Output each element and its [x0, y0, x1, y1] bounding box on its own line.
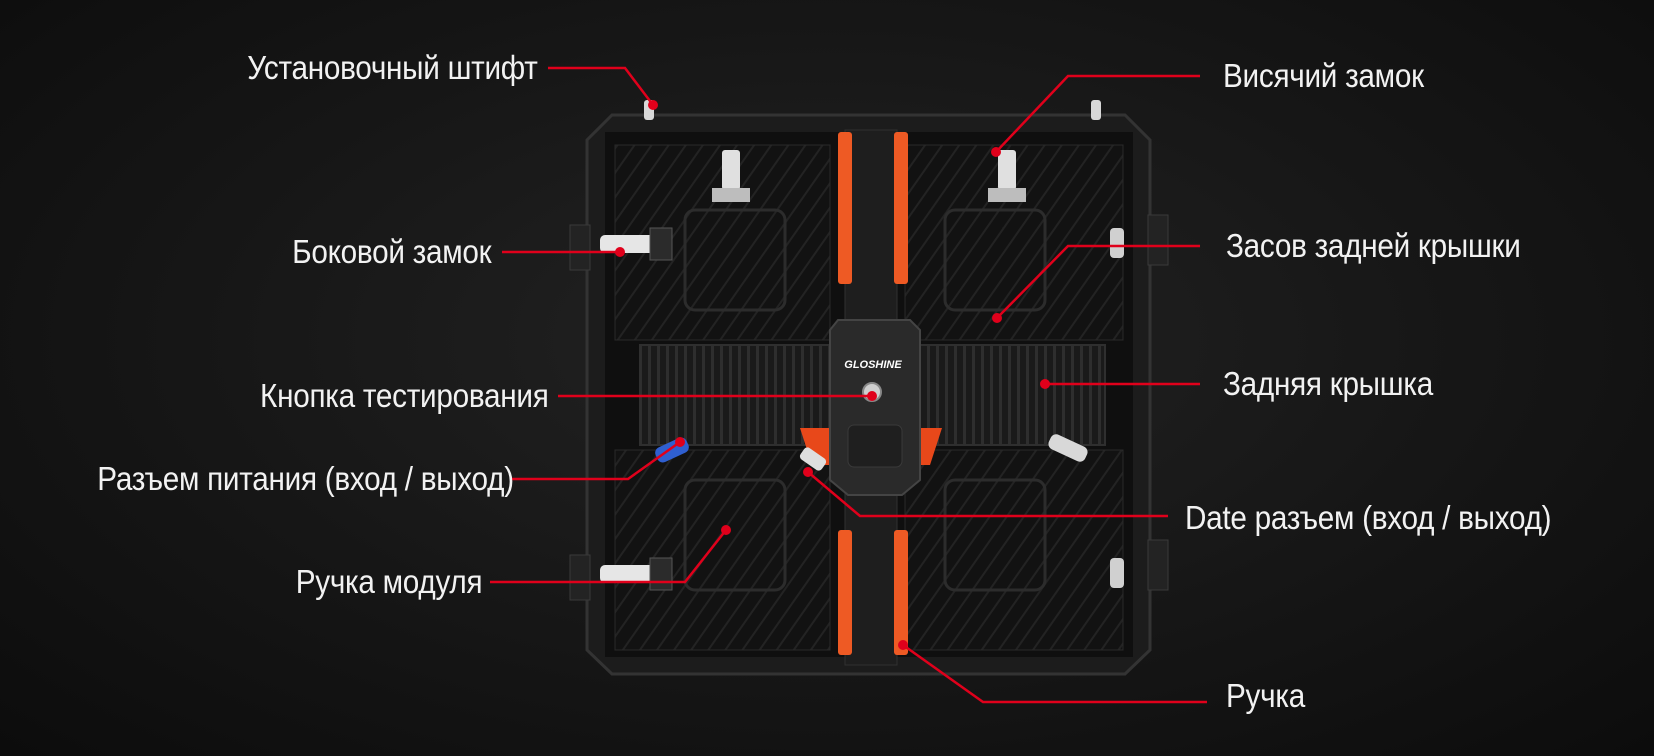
label-locating-pin: Установочный штифт [247, 49, 539, 86]
label-module-handle: Ручка модуля [295, 563, 482, 600]
callout-dots [615, 100, 1050, 650]
label-side-lock: Боковой замок [291, 233, 491, 270]
label-power-connector: Разъем питания (вход / выход) [97, 460, 514, 497]
label-data-connector: Date разъем (вход / выход) [1185, 499, 1552, 536]
label-back-cover-latch: Засов задней крышки [1226, 227, 1521, 264]
label-hanging-lock: Висячий замок [1223, 57, 1424, 94]
label-back-cover: Задняя крышка [1223, 365, 1433, 402]
hanging-locks [712, 150, 1026, 202]
control-box [829, 319, 921, 496]
label-handle: Ручка [1226, 677, 1305, 714]
label-test-button: Кнопка тестирования [260, 377, 550, 414]
brand-logo: GLOSHINE [844, 359, 902, 371]
side-lock-bolts [600, 227, 1124, 591]
callout-lines [490, 66, 1207, 704]
